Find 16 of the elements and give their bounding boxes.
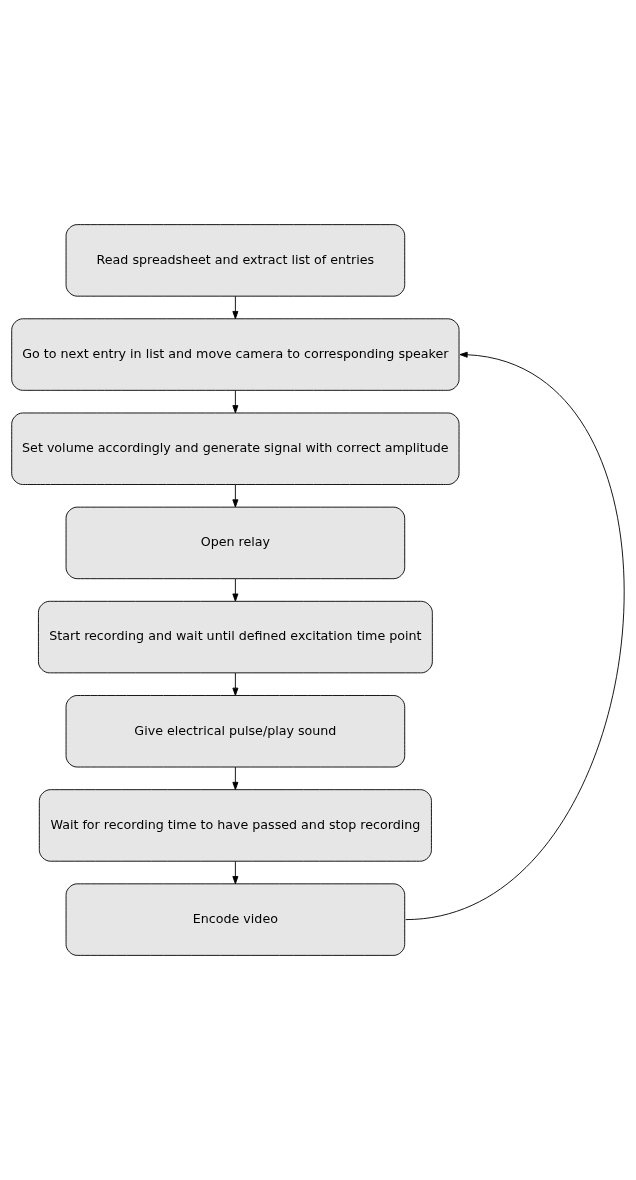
node-box: Give electrical pulse/play sound — [65, 695, 406, 768]
arrow — [232, 484, 239, 508]
arrow — [232, 860, 239, 885]
node-box: Wait for recording time to have passed and stop recording — [38, 789, 432, 862]
arrow — [232, 389, 239, 414]
arrow — [405, 351, 625, 921]
node-box: Go to next entry in list and move camera to corresponding speaker — [11, 318, 460, 391]
node-box: Read spreadsheet and extract list of entries — [65, 224, 406, 297]
arrow — [232, 672, 239, 696]
node-box: Start recording and wait until defined excitation time point — [37, 600, 433, 674]
arrow — [232, 766, 239, 790]
node-box: Encode video — [65, 883, 406, 956]
arrow — [232, 578, 239, 602]
node-box: Open relay — [65, 506, 406, 580]
node-box: Set volume accordingly and generate signal with correct amplitude — [11, 412, 460, 485]
arrow — [232, 295, 239, 320]
